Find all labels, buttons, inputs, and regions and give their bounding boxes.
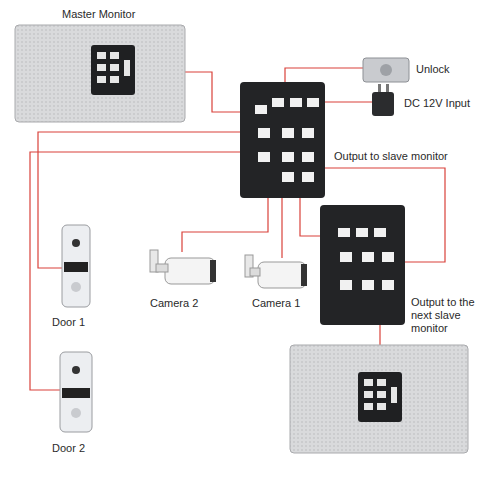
camera-label: Camera 2 xyxy=(150,297,198,310)
node-text: DC 12V Input xyxy=(404,97,470,110)
output-label: Output to slave monitor xyxy=(334,150,448,163)
output-label: Output to the next slave monitor xyxy=(411,296,477,335)
lock-label: Unlock xyxy=(416,63,450,76)
node-text: Door 2 xyxy=(52,442,85,455)
camera-label: Camera 1 xyxy=(252,297,300,310)
node-text: Unlock xyxy=(416,63,450,76)
node-text: Camera 1 xyxy=(252,297,300,310)
door-label: Door 1 xyxy=(52,316,85,329)
node-text: Master Monitor xyxy=(62,8,135,21)
node-text: Camera 2 xyxy=(150,297,198,310)
monitor-label: Master Monitor xyxy=(62,8,135,21)
door-label: Door 2 xyxy=(52,442,85,455)
node-text: Door 1 xyxy=(52,316,85,329)
power-label: DC 12V Input xyxy=(404,97,470,110)
